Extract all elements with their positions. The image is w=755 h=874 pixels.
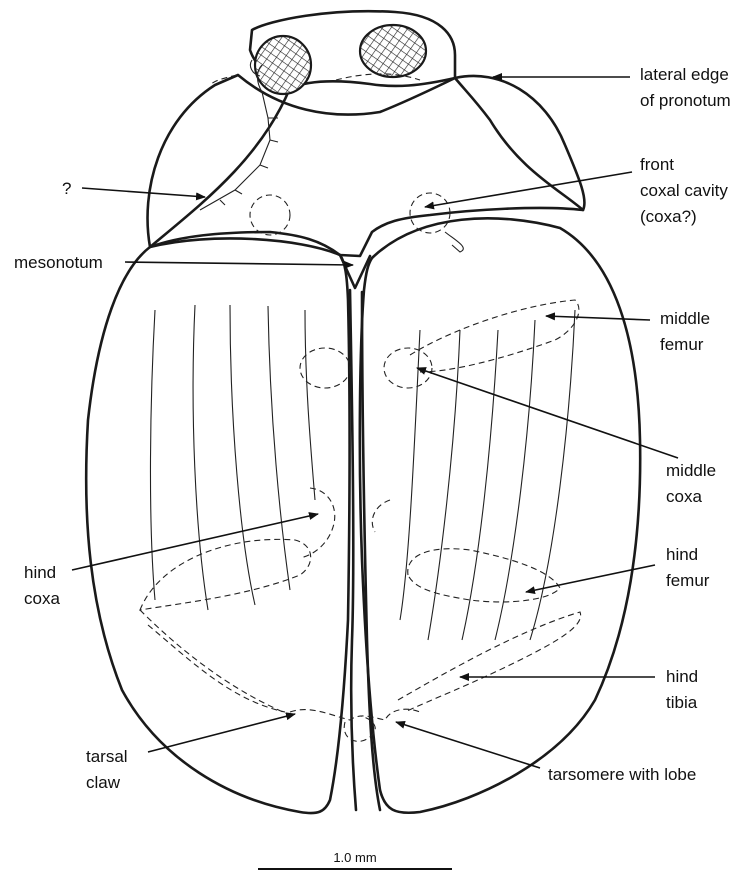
scale-bar: 1.0 mm bbox=[258, 850, 452, 869]
arrow-tarsomere bbox=[396, 722, 540, 768]
left-elytron bbox=[86, 238, 349, 813]
label-middle-femur-1: middle bbox=[660, 309, 710, 328]
label-hind-coxa-2: coxa bbox=[24, 589, 60, 608]
scale-bar-label: 1.0 mm bbox=[333, 850, 376, 865]
label-middle-femur-2: femur bbox=[660, 335, 704, 354]
arrow-mesonotum bbox=[125, 262, 353, 265]
annotation-question: ? bbox=[62, 179, 205, 198]
annotation-mesonotum: mesonotum bbox=[14, 253, 353, 272]
hind-coxa-right bbox=[372, 500, 390, 532]
arrow-question bbox=[82, 188, 205, 197]
arrow-front-coxal bbox=[425, 172, 632, 207]
annotation-hind-tibia: hind tibia bbox=[460, 667, 698, 712]
annotation-hind-coxa: hind coxa bbox=[24, 514, 318, 608]
label-mesonotum: mesonotum bbox=[14, 253, 103, 272]
label-front-coxal-1: front bbox=[640, 155, 674, 174]
arrow-tarsal-claw bbox=[148, 714, 295, 752]
label-hind-femur-2: femur bbox=[666, 571, 710, 590]
arrow-hind-coxa bbox=[72, 514, 318, 570]
label-hind-tibia-1: hind bbox=[666, 667, 698, 686]
right-eye-icon bbox=[360, 25, 426, 77]
middle-coxa-right bbox=[384, 348, 432, 388]
label-tarsal-claw-2: claw bbox=[86, 773, 121, 792]
elytral-suture bbox=[350, 290, 380, 810]
annotation-middle-coxa: middle coxa bbox=[417, 368, 716, 506]
hind-tibia-left bbox=[140, 610, 290, 715]
front-coxa-left bbox=[250, 195, 290, 235]
label-lateral-edge-1: lateral edge bbox=[640, 65, 729, 84]
left-striae bbox=[150, 305, 315, 610]
label-tarsomere: tarsomere with lobe bbox=[548, 765, 696, 784]
label-tarsal-claw-1: tarsal bbox=[86, 747, 128, 766]
label-lateral-edge-2: of pronotum bbox=[640, 91, 731, 110]
arrow-middle-femur bbox=[546, 316, 650, 320]
middle-femur bbox=[410, 300, 579, 372]
pronotum-notch bbox=[445, 232, 463, 252]
hind-tibia-right bbox=[398, 612, 581, 712]
left-eye-icon bbox=[255, 36, 311, 94]
label-front-coxal-3: (coxa?) bbox=[640, 207, 697, 226]
middle-coxa-left bbox=[300, 348, 350, 388]
label-front-coxal-2: coxal cavity bbox=[640, 181, 728, 200]
pronotum-left-edge bbox=[150, 88, 290, 247]
right-striae bbox=[400, 310, 575, 640]
label-middle-coxa-1: middle bbox=[666, 461, 716, 480]
annotation-tarsal-claw: tarsal claw bbox=[86, 714, 295, 792]
hind-coxa-left bbox=[300, 488, 335, 558]
label-hind-tibia-2: tibia bbox=[666, 693, 698, 712]
pronotum bbox=[148, 75, 585, 256]
label-middle-coxa-2: coxa bbox=[666, 487, 702, 506]
label-question: ? bbox=[62, 179, 71, 198]
annotation-hind-femur: hind femur bbox=[526, 545, 710, 592]
label-hind-femur-1: hind bbox=[666, 545, 698, 564]
annotation-lateral-edge: lateral edge of pronotum bbox=[493, 65, 731, 110]
hind-femur-right bbox=[408, 549, 560, 602]
beetle-body bbox=[86, 11, 640, 813]
label-hind-coxa-1: hind bbox=[24, 563, 56, 582]
tarsus bbox=[290, 709, 420, 741]
annotation-front-coxal-cavity: front coxal cavity (coxa?) bbox=[425, 155, 728, 226]
